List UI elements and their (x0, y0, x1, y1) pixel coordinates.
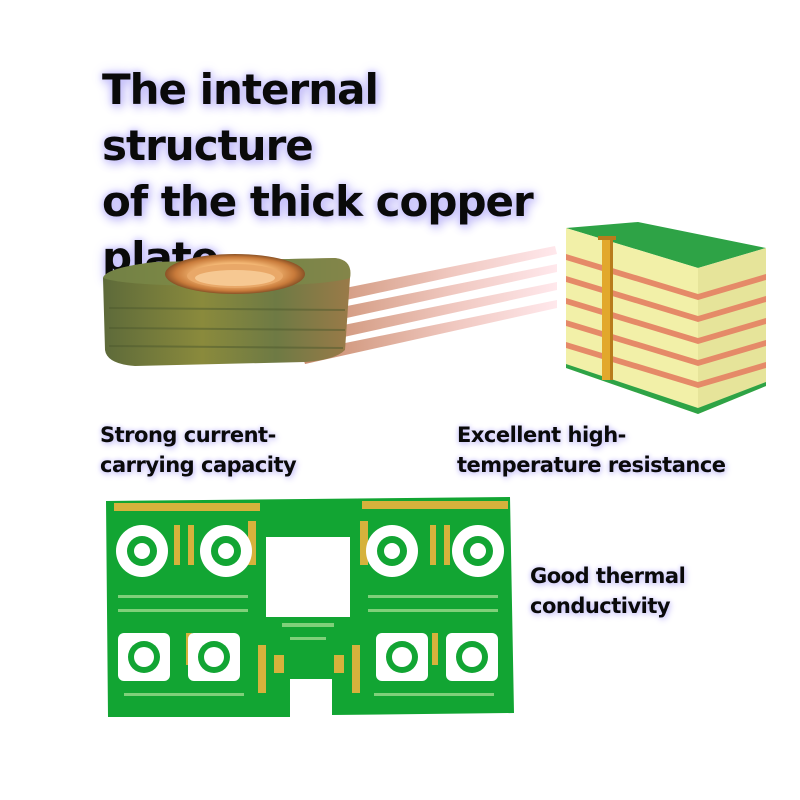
copper-strips (295, 246, 557, 364)
feature-line: carrying capacity (100, 453, 297, 477)
pcb-pads-bottom (118, 633, 498, 681)
pcb-cutout (266, 537, 350, 617)
copper-coil-illustration (103, 246, 557, 366)
feature-line: Strong current- (100, 423, 276, 447)
title-line-1: The internal structure (102, 65, 379, 170)
multilayer-board-illustration (566, 222, 766, 414)
title-line-2: of the thick copper (102, 177, 534, 226)
page-title: The internal structure of the thick copp… (102, 62, 602, 286)
copper-layers-side (698, 274, 766, 388)
copper-via (598, 236, 616, 380)
feature-current-capacity: Strong current- carrying capacity (100, 420, 297, 480)
feature-line: Excellent high- (457, 423, 626, 447)
feature-line: temperature resistance (457, 453, 726, 477)
feature-temperature-resistance: Excellent high- temperature resistance (457, 420, 726, 480)
feature-line: conductivity (530, 594, 671, 618)
pcb-pads-top (116, 525, 504, 577)
copper-layers-front (566, 254, 698, 388)
feature-line: Good thermal (530, 564, 686, 588)
pcb-traces (118, 595, 498, 696)
feature-thermal-conductivity: Good thermal conductivity (530, 561, 686, 621)
thick-copper-pcb-illustration (106, 497, 514, 717)
